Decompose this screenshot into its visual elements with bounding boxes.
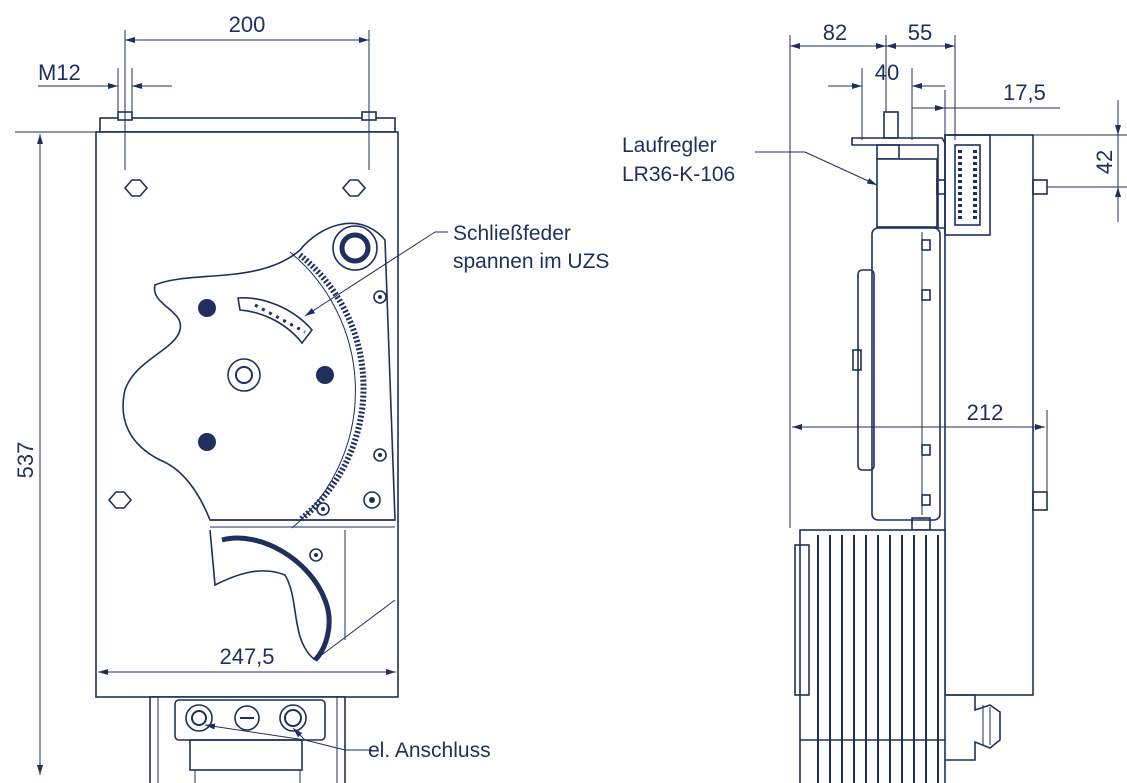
side-housing — [944, 134, 1034, 696]
front-labels: Schließfeder spannen im UZS el. Anschlus… — [204, 222, 609, 762]
dim-17-5: 17,5 — [1003, 80, 1046, 105]
front-view — [95, 30, 399, 783]
front-housing — [95, 131, 399, 698]
label-regulator-1: Laufregler — [622, 134, 717, 157]
dim-55: 55 — [908, 20, 932, 45]
side-view — [794, 111, 1048, 783]
label-spring-2: spannen im UZS — [453, 250, 609, 273]
hex-nut-top-left — [123, 179, 149, 197]
cable-gland-center — [234, 705, 260, 731]
side-cable-gland — [945, 694, 1001, 761]
center-hub — [227, 358, 261, 392]
gear-teeth — [298, 252, 367, 523]
hex-nut-top-right — [341, 179, 367, 197]
hex-nut-bottom-left — [107, 491, 133, 509]
cable-gland-left — [185, 704, 213, 732]
heat-sink — [799, 529, 946, 783]
dim-82: 82 — [823, 20, 847, 45]
motor-body — [871, 227, 941, 521]
dim-537: 537 — [13, 442, 38, 479]
dim-247-5: 247,5 — [219, 644, 274, 669]
side-labels: Laufregler LR36-K-106 — [622, 134, 878, 186]
bracket — [851, 137, 946, 229]
label-spring-1: Schließfeder — [453, 222, 571, 245]
spring-gear — [332, 225, 378, 271]
label-regulator-2: LR36-K-106 — [622, 163, 735, 186]
lower-arc — [221, 535, 332, 662]
side-dimensions: 82 55 40 17,5 42 212 — [789, 20, 1127, 528]
cover-plate — [122, 222, 396, 521]
front-dimensions: 200 M12 537 247,5 — [13, 12, 396, 775]
speed-regulator — [876, 158, 938, 228]
dim-40: 40 — [875, 60, 899, 85]
mounting-plate — [99, 117, 396, 133]
dim-m12: M12 — [38, 60, 81, 85]
dim-200: 200 — [229, 12, 266, 37]
label-connection: el. Anschluss — [368, 739, 491, 762]
spring-scale — [237, 297, 314, 345]
dim-42: 42 — [1092, 150, 1117, 174]
dim-212: 212 — [967, 400, 1004, 425]
